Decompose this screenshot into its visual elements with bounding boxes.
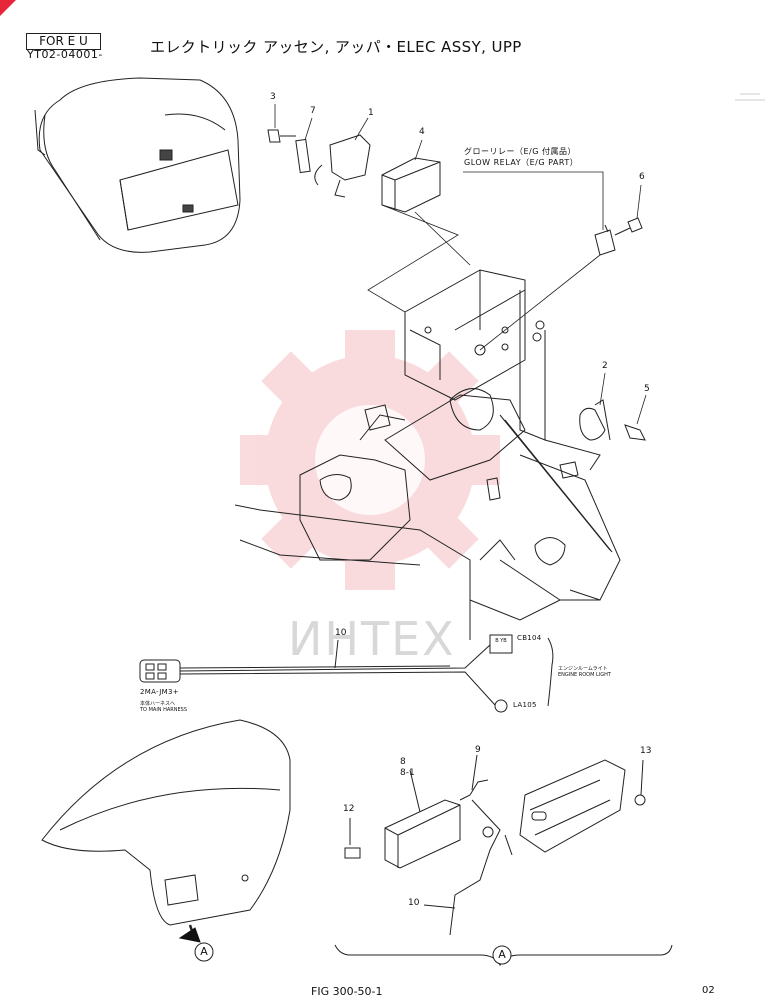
watermark-text: ИНТЕХ: [288, 612, 456, 666]
page-title: エレクトリック アッセン, アッパ・ELEC ASSY, UPP: [150, 38, 522, 56]
figure-number: FIG 300-50-1: [311, 985, 383, 998]
callout-3: 3: [270, 92, 276, 102]
callout-8: 8: [400, 757, 406, 767]
callout-6: 6: [639, 172, 645, 182]
page-number: 02: [702, 985, 715, 996]
leader-lines: [274, 104, 647, 425]
cb-code: CB104: [517, 634, 542, 642]
callout-1: 1: [368, 108, 374, 118]
callout-7: 7: [310, 106, 316, 116]
corner-mark: [0, 0, 16, 16]
upper-frame-illustration: [234, 269, 621, 640]
machine-cover-illustration: [34, 77, 241, 253]
to-main-harness-en: TO MAIN HARNESS: [140, 707, 188, 713]
view-a-circle-lower-left: [194, 942, 214, 962]
model-box: FOR E U: [26, 33, 101, 50]
callout-13: 13: [640, 746, 652, 756]
relay-assembly-illustration: [267, 129, 441, 213]
view-a-circle-bottom: [492, 945, 512, 965]
callout-12: 12: [343, 804, 355, 814]
callout-8-1: 8-1: [400, 768, 415, 778]
callout-4: 4: [419, 127, 425, 137]
cb-pins: B YB: [495, 638, 507, 644]
glow-relay-label-en: GLOW RELAY（E/G PART）: [464, 158, 579, 167]
glow-relay-illustration: [594, 217, 643, 256]
connector-code: 2MA-JM3+: [140, 688, 179, 696]
callout-2: 2: [602, 361, 608, 371]
wire-harness-illustration: [139, 634, 554, 713]
callout-10-harness: 10: [335, 628, 347, 638]
side-cover-illustration: [41, 719, 291, 941]
room-light-jp: エンジンルームライト: [558, 666, 608, 672]
callout-9: 9: [475, 745, 481, 755]
view-a-label-bottom: A: [498, 948, 506, 961]
la-code: LA105: [513, 701, 537, 709]
callout-10-detail: 10: [408, 898, 420, 908]
view-arrow: [178, 927, 201, 943]
document-code: YT02-04001-: [27, 48, 103, 61]
horn-bracket-illustration: [579, 399, 646, 441]
callout-5: 5: [644, 384, 650, 394]
to-main-harness-jp: 本体ハーネスへ: [140, 701, 176, 707]
room-light-en: ENGINE ROOM LIGHT: [558, 672, 611, 678]
view-a-label-lower-left: A: [200, 945, 208, 958]
glow-relay-label-jp: グローリレー（E/G 付属品）: [464, 147, 576, 156]
lamp-detail-illustration: [334, 754, 673, 967]
